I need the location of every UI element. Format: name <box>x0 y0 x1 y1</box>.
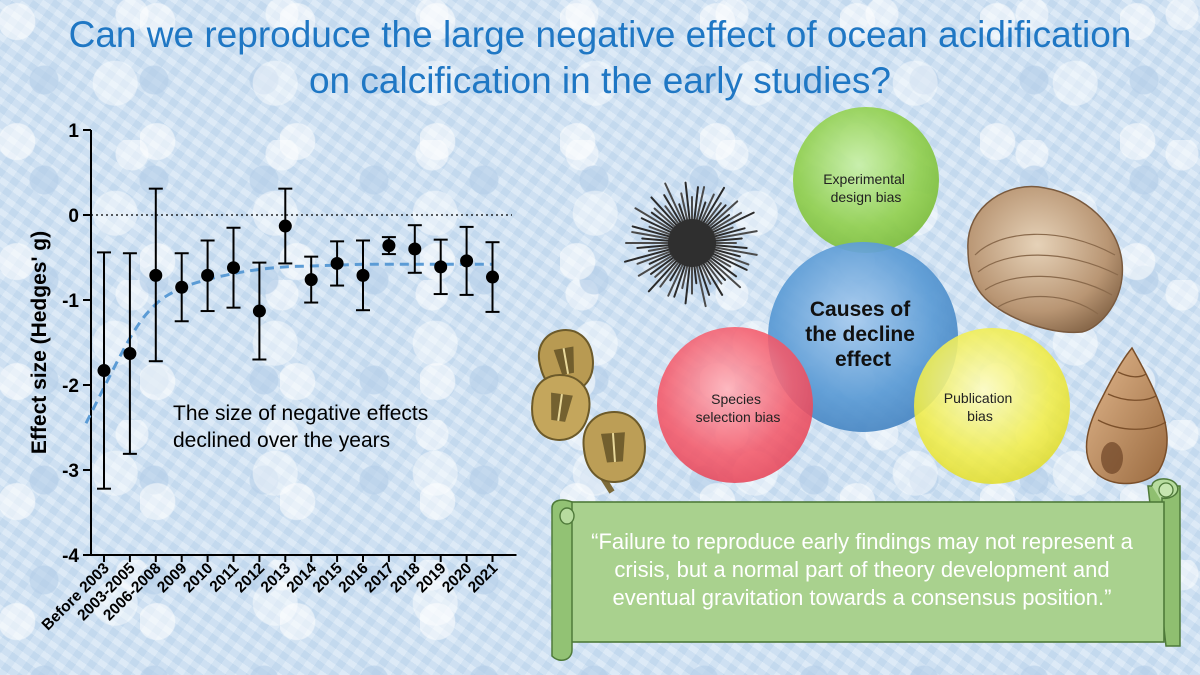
page-title: Can we reproduce the large negative effe… <box>68 14 1132 101</box>
trend-line <box>84 262 493 424</box>
decline-causes-circle <box>768 242 958 432</box>
y-tick-label: 1 <box>68 121 79 142</box>
clam-shell-icon <box>967 185 1124 334</box>
y-axis-label: Effect size (Hedges' g) <box>28 231 51 454</box>
species-selection-label: Species selection bias <box>696 391 781 425</box>
experimental-design-circle <box>793 107 939 253</box>
y-tick-label: -1 <box>62 291 79 312</box>
data-point <box>408 242 422 256</box>
quote-text: “Failure to reproduce early findings may… <box>591 529 1133 610</box>
data-point <box>460 254 474 268</box>
experimental-design-label: Experimental design bias <box>823 171 909 205</box>
urchin-body <box>668 219 716 267</box>
center-label: Causes of the decline effect <box>805 298 921 371</box>
data-point <box>382 239 396 253</box>
data-point <box>201 268 215 282</box>
y-tick-label: -4 <box>62 546 79 567</box>
species-selection-circle <box>657 327 813 483</box>
barnacle-icon <box>531 329 646 494</box>
snail-shell-icon <box>1085 346 1168 485</box>
y-tick-label: -3 <box>62 461 79 482</box>
data-point <box>123 347 137 361</box>
data-point <box>175 280 189 294</box>
quote-scroll <box>551 478 1181 661</box>
data-point <box>486 270 499 284</box>
data-point <box>149 268 163 282</box>
data-point <box>356 268 370 282</box>
data-point <box>97 364 111 378</box>
data-point <box>304 273 318 287</box>
data-point <box>227 261 240 275</box>
data-point <box>278 219 292 233</box>
publication-bias-label: Publication bias <box>944 390 1016 424</box>
data-marks <box>97 187 500 490</box>
y-tick-label: -2 <box>62 376 79 397</box>
data-point <box>434 260 448 274</box>
publication-bias-circle <box>914 328 1070 484</box>
annotation-line-1: The size of negative effects <box>173 402 428 425</box>
sea-urchin-icon <box>624 181 758 308</box>
data-point <box>330 256 344 270</box>
chart-annotation: The size of negative effects declined ov… <box>173 402 434 452</box>
annotation-line-2: declined over the years <box>173 429 390 452</box>
y-tick-label: 0 <box>68 206 79 227</box>
data-point <box>252 304 266 318</box>
